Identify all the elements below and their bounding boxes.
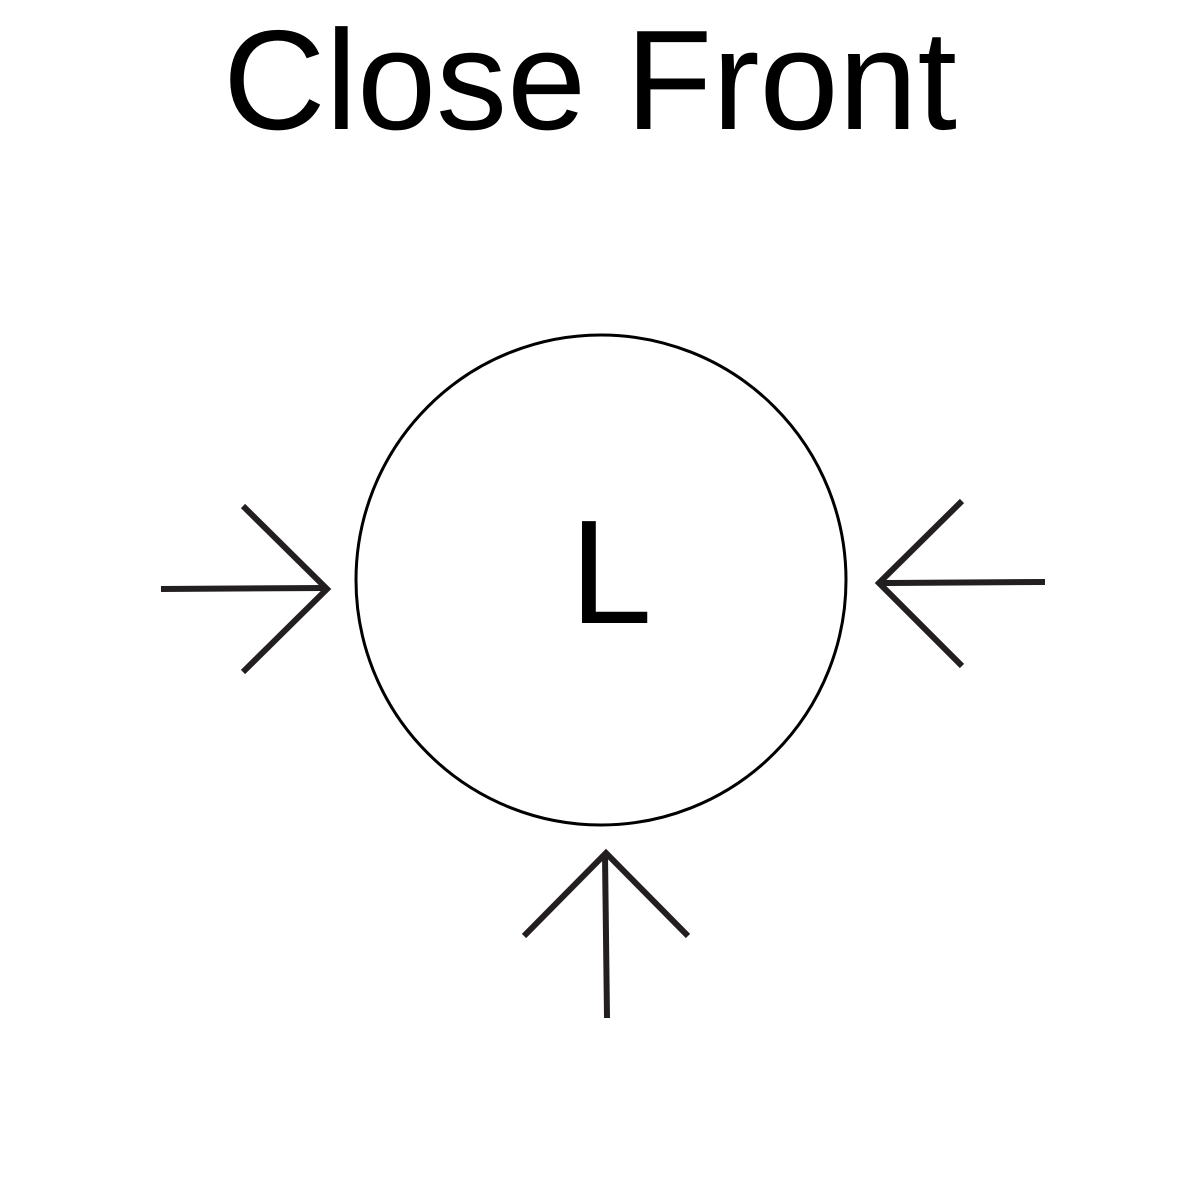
arrow-from-bottom [521, 848, 691, 1019]
arrow-from-right [874, 498, 1046, 669]
arrow-left-head [240, 503, 332, 675]
circle-label: L [570, 490, 652, 655]
arrow-right-head [874, 498, 965, 669]
page-title: Close Front [223, 1, 957, 160]
arrow-from-left [160, 503, 332, 675]
arrow-bottom-shaft [602, 854, 610, 1019]
arrow-right-shaft [880, 579, 1046, 586]
arrow-left-shaft [160, 585, 326, 592]
arrow-bottom-head [521, 848, 691, 939]
center-circle [354, 333, 848, 827]
